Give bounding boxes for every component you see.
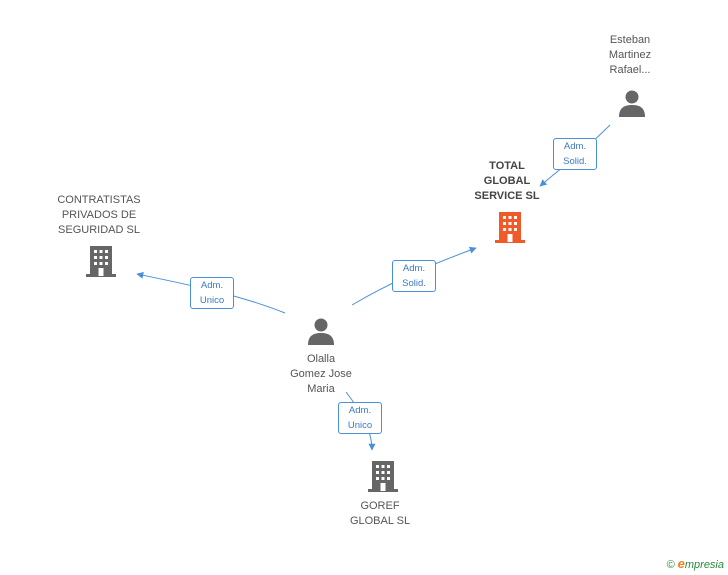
edge-label-adm-unico: Adm. Unico bbox=[338, 402, 382, 434]
building-icon[interactable] bbox=[86, 246, 116, 277]
person-icon[interactable] bbox=[619, 90, 645, 118]
building-icon[interactable] bbox=[495, 212, 525, 243]
person-icon[interactable] bbox=[308, 318, 334, 346]
edge-label-adm-unico: Adm. Unico bbox=[190, 277, 234, 309]
building-icon[interactable] bbox=[368, 461, 398, 492]
brand-name: mpresia bbox=[684, 559, 724, 571]
node-label-total-global-service[interactable]: TOTAL GLOBAL SERVICE SL bbox=[474, 160, 540, 202]
edge-label-adm-solid: Adm. Solid. bbox=[553, 138, 597, 170]
edge-label-adm-solid: Adm. Solid. bbox=[392, 260, 436, 292]
empresia-logo[interactable]: © empresia bbox=[666, 556, 724, 571]
node-label-goref[interactable]: GOREF GLOBAL SL bbox=[349, 500, 411, 527]
node-label-contratistas[interactable]: CONTRATISTAS PRIVADOS DE SEGURIDAD SL bbox=[57, 194, 141, 236]
node-label-esteban[interactable]: Esteban Martinez Rafael... bbox=[608, 34, 652, 76]
copyright-symbol: © bbox=[666, 559, 675, 571]
brand-initial: e bbox=[677, 556, 685, 571]
node-label-olalla[interactable]: Olalla Gomez Jose Maria bbox=[290, 353, 352, 395]
